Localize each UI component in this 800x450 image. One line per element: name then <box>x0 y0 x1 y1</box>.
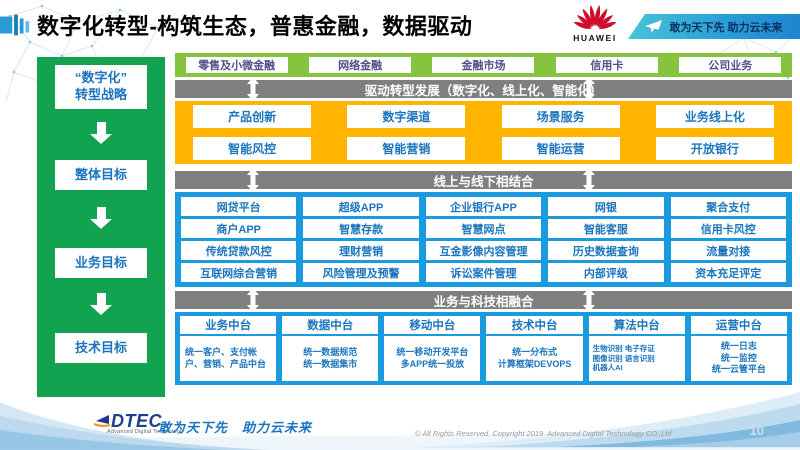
up-down-arrow-icon <box>583 168 595 192</box>
up-down-arrow-icon <box>247 168 259 192</box>
platform-title: 技术中台 <box>486 316 583 334</box>
application-box: 历史数据查询 <box>548 241 664 260</box>
down-arrow-icon <box>90 207 112 229</box>
huawei-flower-icon <box>573 5 617 29</box>
business-line-box: 网络金融 <box>309 57 412 73</box>
strategy-box-overall-goal: 整体目标 <box>55 160 147 190</box>
capability-box: 业务线上化 <box>655 105 774 129</box>
connector-bar-online-offline: 线上与线下相结合 <box>175 168 792 192</box>
application-box: 理财营销 <box>303 241 419 260</box>
up-down-arrow-icon <box>583 288 595 312</box>
application-box: 商户APP <box>181 219 297 238</box>
connector-bar-label: 业务与科技相融合 <box>433 294 534 309</box>
application-box: 智能客服 <box>548 219 664 238</box>
platform-title: 数据中台 <box>282 316 379 334</box>
application-matrix-section: 网贷平台 超级APP 企业银行APP 网银 聚合支付 商户APP 智慧存款 智慧… <box>175 192 792 287</box>
capability-box: 开放银行 <box>655 136 774 160</box>
dtec-logo-icon <box>93 415 111 427</box>
application-box: 企业银行APP <box>425 197 542 216</box>
capability-box: 场景服务 <box>501 105 620 129</box>
business-line-box: 金融市场 <box>432 57 535 73</box>
cube-icon <box>0 14 30 36</box>
connector-bar-label: 线上与线下相结合 <box>433 174 534 189</box>
connector-bar-label: 驱动转型发展（数字化、线上化、智能化） <box>364 83 603 98</box>
platform-content: 统一日志 统一监控 统一云管平台 <box>690 336 787 381</box>
application-box: 超级APP <box>303 197 419 216</box>
copyright-text: © All Rights Reserved. Copyright 2019. A… <box>415 429 672 438</box>
application-box: 资本充足评定 <box>670 263 786 282</box>
application-box: 信用卡风控 <box>670 219 786 238</box>
banner-slogan-text: 敢为天下先 助力云未来 <box>669 21 783 34</box>
capability-box: 智能运营 <box>501 136 620 160</box>
business-line-box: 零售及小微金融 <box>185 57 288 73</box>
application-box: 网银 <box>548 197 664 216</box>
slogan-banner: 敢为天下先 助力云未来 <box>628 14 800 39</box>
platform-title: 移动中台 <box>384 316 481 334</box>
middle-platform-section: 业务中台 统一客户、支付帐户、营销、产品中台 数据中台 统一数据规范 统一数据集… <box>175 312 792 385</box>
platform-title: 运营中台 <box>690 316 787 334</box>
down-arrow-icon <box>90 122 112 144</box>
connector-bar-drive: 驱动转型发展（数字化、线上化、智能化） <box>175 77 792 101</box>
up-down-arrow-icon <box>583 77 595 101</box>
platform-title: 业务中台 <box>180 316 277 334</box>
huawei-wordmark: HUAWEI <box>573 33 617 43</box>
application-box: 智慧存款 <box>303 219 419 238</box>
application-box: 传统贷款风控 <box>181 241 297 260</box>
business-lines-row: 零售及小微金融 网络金融 金融市场 信用卡 公司业务 <box>175 53 792 77</box>
business-line-box: 信用卡 <box>555 57 658 73</box>
up-down-arrow-icon <box>247 77 259 101</box>
application-box: 互金影像内容管理 <box>425 241 542 260</box>
platform-content: 生物识别 电子存证 图像识别 语言识别 机器人AI <box>588 336 685 381</box>
application-box: 智慧网点 <box>425 219 542 238</box>
up-down-arrow-icon <box>247 288 259 312</box>
capability-box: 智能营销 <box>347 136 466 160</box>
business-line-box: 公司业务 <box>679 57 782 73</box>
header: 数字化转型-构筑生态，普惠金融，数据驱动 <box>0 8 472 42</box>
application-box: 聚合支付 <box>670 197 786 216</box>
down-arrow-icon <box>90 293 112 315</box>
huawei-logo: HUAWEI <box>563 4 627 43</box>
page-title: 数字化转型-构筑生态，普惠金融，数据驱动 <box>37 14 473 39</box>
application-box: 风险管理及预警 <box>303 263 419 282</box>
platform-content: 统一数据规范 统一数据集市 <box>282 336 379 381</box>
application-box: 互联网综合营销 <box>181 263 297 282</box>
application-box: 网贷平台 <box>181 197 297 216</box>
strategy-panel: “数字化” 转型战略 整体目标 业务目标 技术目标 <box>37 57 165 397</box>
capability-box: 智能风控 <box>193 136 312 160</box>
platform-content: 统一移动开发平台 多APP统一投放 <box>384 336 481 381</box>
transformation-capability-section: 产品创新 数字渠道 场景服务 业务线上化 智能风控 智能营销 智能运营 开放银行 <box>175 101 792 164</box>
footer-slogan: 敢为天下先 助力云未来 <box>158 420 313 435</box>
capability-box: 数字渠道 <box>347 105 466 129</box>
strategy-box-digital: “数字化” 转型战略 <box>55 65 147 109</box>
paper-plane-icon <box>645 20 663 33</box>
connector-bar-tech-fusion: 业务与科技相融合 <box>175 288 792 312</box>
page-number: 10 <box>749 423 764 438</box>
strategy-box-business-goal: 业务目标 <box>55 248 147 278</box>
platform-content: 统一分布式 计算框架DEVOPS <box>486 336 583 381</box>
strategy-box-tech-goal: 技术目标 <box>55 333 147 363</box>
platform-content: 统一客户、支付帐户、营销、产品中台 <box>180 336 277 381</box>
application-box: 流量对接 <box>670 241 786 260</box>
platform-title: 算法中台 <box>588 316 685 334</box>
capability-box: 产品创新 <box>193 105 312 129</box>
application-box: 诉讼案件管理 <box>425 263 542 282</box>
application-box: 内部评级 <box>548 263 664 282</box>
